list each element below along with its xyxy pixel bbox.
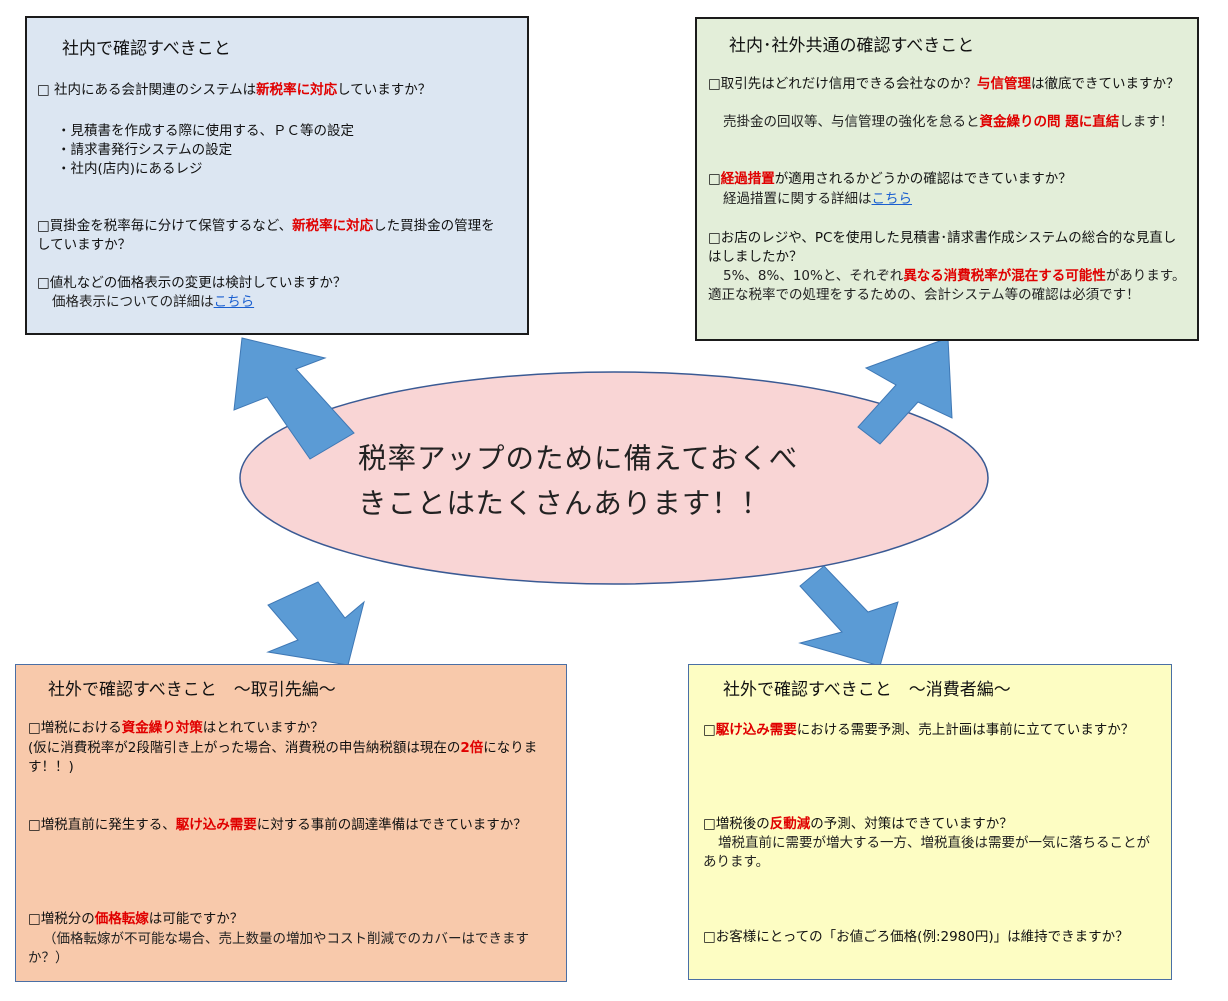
checklist-item: □お店のレジや、PCを使用した見積書･請求書作成システムの総合的な見直しはしまし… <box>708 230 1177 265</box>
internal-check-box: 社内で確認すべきこと □ 社内にある会計関連のシステムは新税率に対応していますか… <box>25 16 529 335</box>
checklist-item: □ 社内にある会計関連のシステムは新税率に対応していますか？ <box>37 82 432 98</box>
price-display-link[interactable]: こちら <box>213 294 255 310</box>
checklist-note: 5%、8%、10%と、それぞれ異なる消費税率が混在する可能性があります。適正な税… <box>708 268 1186 303</box>
checklist-item: □経過措置が適用されるかどうかの確認はできていますか？ <box>708 171 1072 187</box>
checklist-item: □増税における資金繰り対策はとれていますか？ <box>28 720 324 736</box>
center-message: 税率アップのために備えておくべ きことはたくさんあります！！ <box>358 436 878 526</box>
box-title: 社外で確認すべきこと ～消費者編～ <box>723 680 1011 700</box>
checklist-note: 売掛金の回収等、与信管理の強化を怠ると資金繰りの問 題に直結します！ <box>723 114 1174 130</box>
arrow-to-partners <box>266 581 365 666</box>
arrow-to-common <box>857 337 953 445</box>
checklist-item: □増税後の反動減の予測、対策はできていますか？ <box>703 816 1013 832</box>
common-check-box: 社内･社外共通の確認すべきこと □取引先はどれだけ信用できる会社なのか？与信管理… <box>695 17 1199 341</box>
arrow-to-internal <box>233 337 355 460</box>
checklist-item: □増税分の価格転嫁は可能ですか？ <box>28 911 244 927</box>
bullet-item: ・請求書発行システムの設定 <box>57 142 233 158</box>
box-title: 社内･社外共通の確認すべきこと <box>729 36 975 56</box>
bullet-item: ・社内(店内)にあるレジ <box>57 161 203 177</box>
arrow-to-consumers <box>798 565 899 667</box>
checklist-note: （価格転嫁が不可能な場合、売上数量の増加やコスト削減でのカバーはできますか？） <box>28 931 529 966</box>
checklist-note: (仮に消費税率が2段階引き上がった場合、消費税の申告納税額は現在の2倍になります… <box>28 740 538 775</box>
checklist-item: □お客様にとっての「お値ごろ価格(例:2980円)」は維持できますか？ <box>703 929 1129 945</box>
bullet-item: ・見積書を作成する際に使用する、ＰＣ等の設定 <box>57 123 354 139</box>
box-title: 社外で確認すべきこと ～取引先編～ <box>48 680 336 700</box>
checklist-item: □増税直前に発生する、駆け込み需要に対する事前の調達準備はできていますか？ <box>28 817 527 833</box>
center-ellipse <box>239 371 989 585</box>
checklist-note: 増税直前に需要が増大する一方、増税直後は需要が一気に落ちることがあります。 <box>703 835 1150 870</box>
box-title: 社内で確認すべきこと <box>62 39 231 59</box>
checklist-item: □駆け込み需要における需要予測、売上計画は事前に立てていますか？ <box>703 722 1135 738</box>
checklist-note: 経過措置に関する詳細はこちら <box>723 191 913 207</box>
center-line-2: きことはたくさんあります！！ <box>358 487 771 520</box>
consumers-check-box: 社外で確認すべきこと ～消費者編～ □駆け込み需要における需要予測、売上計画は事… <box>688 664 1172 980</box>
checklist-item: □買掛金を税率毎に分けて保管するなど、新税率に対応した買掛金の管理をしていますか… <box>37 218 495 253</box>
partners-check-box: 社外で確認すべきこと ～取引先編～ □増税における資金繰り対策はとれていますか？… <box>15 664 567 982</box>
checklist-item: □値札などの価格表示の変更は検討していますか？ 価格表示についての詳細はこちら <box>37 275 347 310</box>
transitional-measures-link[interactable]: こちら <box>871 191 913 207</box>
center-line-1: 税率アップのために備えておくべ <box>358 442 799 475</box>
checklist-item: □取引先はどれだけ信用できる会社なのか？与信管理は徹底できていますか？ <box>708 76 1180 92</box>
